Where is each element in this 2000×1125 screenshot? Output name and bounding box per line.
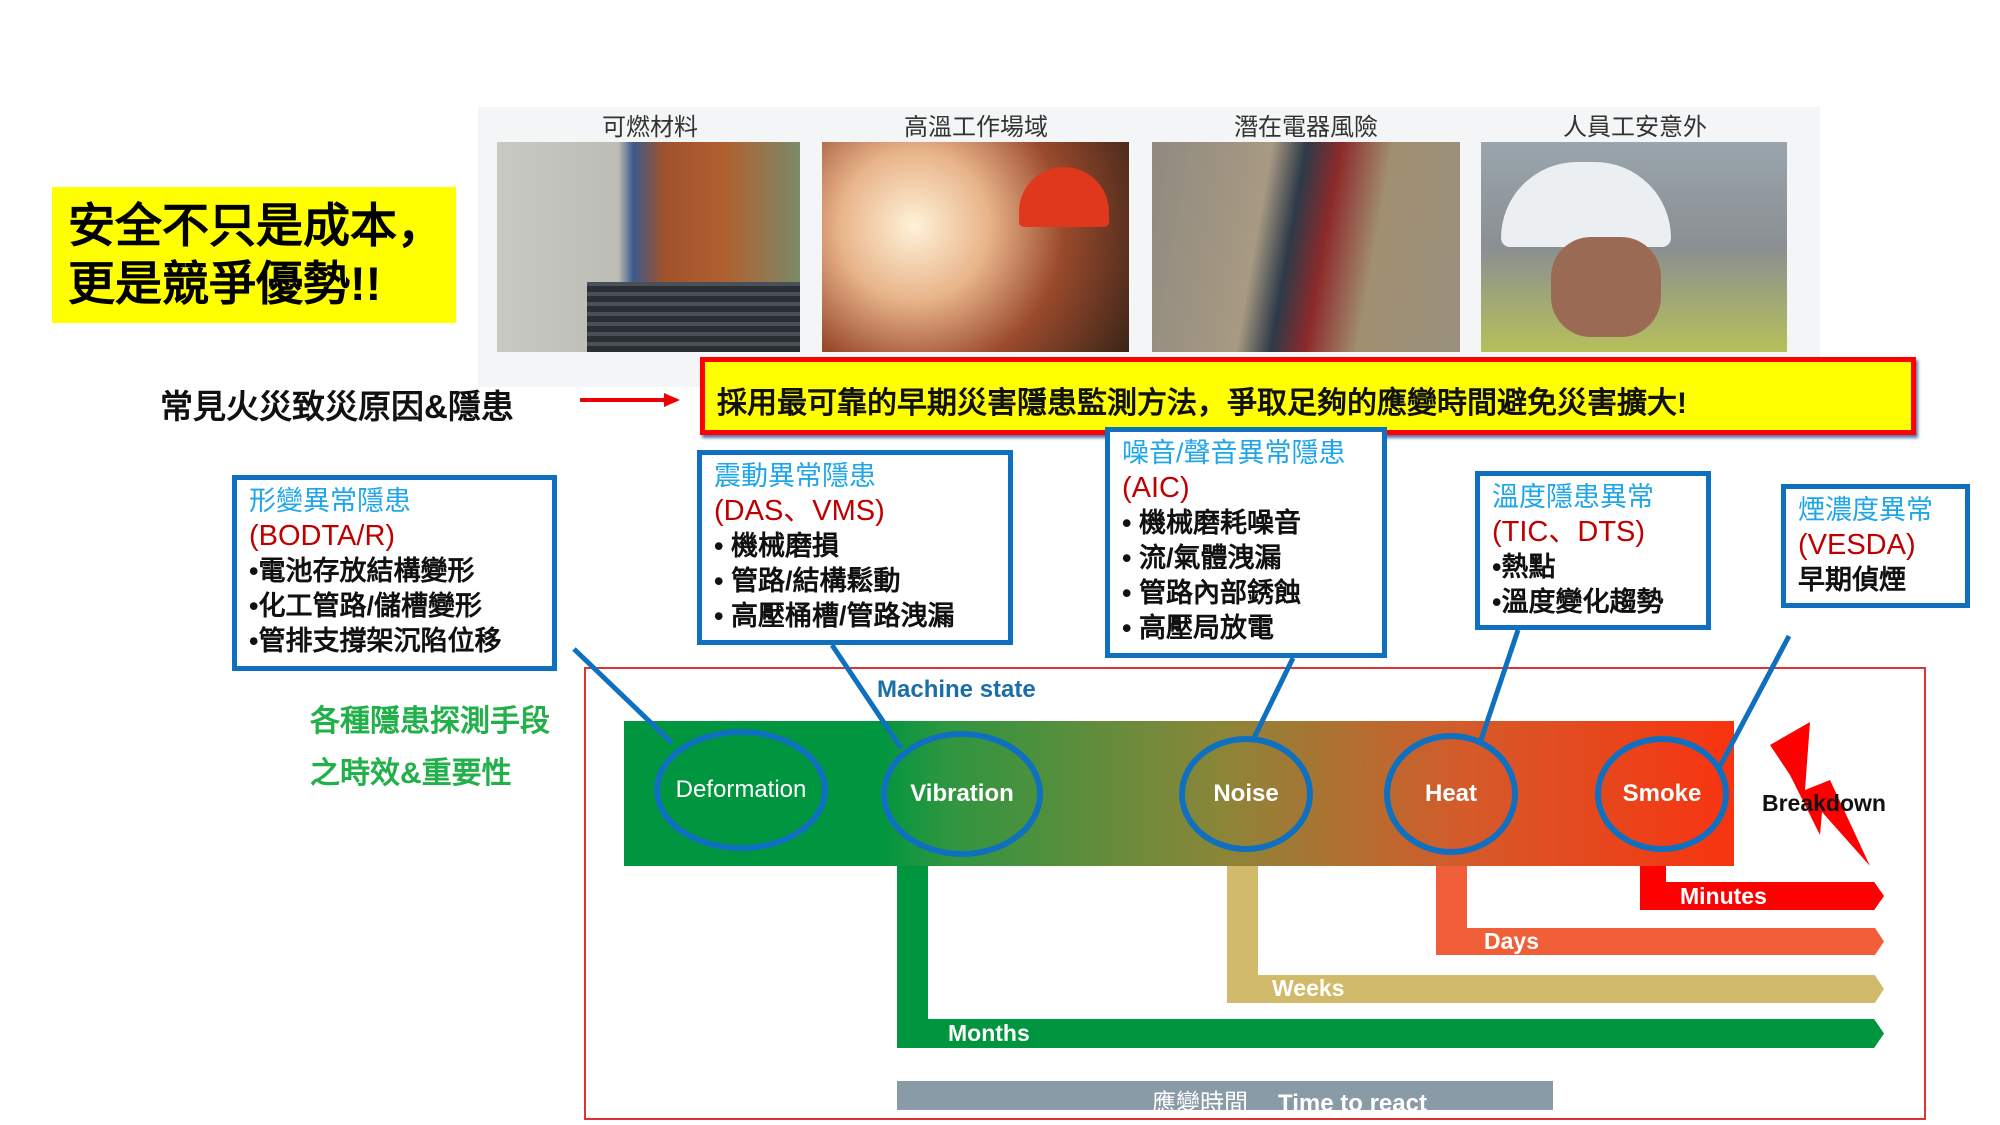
box-item: •管排支撐架沉陷位移	[249, 626, 502, 656]
days-label: Days	[1484, 928, 1539, 954]
headline-line-2: 更是競爭優勢!!	[68, 257, 382, 310]
breakdown-label: Breakdown	[1762, 790, 1886, 816]
headline-line-1: 安全不只是成本，	[68, 199, 444, 252]
weeks-label: Weeks	[1272, 975, 1345, 1001]
box-title: 震動異常隱患	[714, 461, 876, 491]
box-item: • 管路/結構鬆動	[714, 566, 901, 596]
box-item: • 流/氣體洩漏	[1122, 543, 1282, 573]
minutes-bar	[1640, 882, 1884, 910]
note-line-2: 之時效&重要性	[310, 757, 512, 790]
photo-label-combustible: 可燃材料	[602, 114, 698, 141]
months-bar	[897, 1019, 1884, 1048]
fire-causes-label: 常見火災致災原因&隱患	[160, 388, 514, 425]
smoke-box: 煙濃度異常 (VESDA) 早期偵煙	[1781, 484, 1970, 608]
stage-smoke: Smoke	[1622, 780, 1702, 807]
months-stub	[897, 866, 928, 1048]
box-item: • 機械磨損	[714, 531, 839, 561]
detection-timeliness-note: 各種隱患探測手段 之時效&重要性	[310, 696, 550, 800]
stage-heat: Heat	[1424, 780, 1478, 807]
arrow-right-icon	[580, 393, 680, 407]
time-to-react-label: Time to react	[1278, 1090, 1427, 1117]
box-title: 噪音/聲音異常隱患	[1122, 438, 1346, 468]
box-item: •熱點	[1492, 552, 1556, 582]
worker-smoking-photo	[1481, 142, 1787, 352]
box-item: •溫度變化趨勢	[1492, 587, 1664, 617]
box-code: (TIC、DTS)	[1492, 516, 1646, 548]
note-line-1: 各種隱患探測手段	[310, 705, 550, 738]
months-label: Months	[948, 1020, 1030, 1046]
noise-box: 噪音/聲音異常隱患 (AIC) • 機械磨耗噪音 • 流/氣體洩漏 • 管路內部…	[1105, 427, 1387, 658]
box-code: (AIC)	[1122, 472, 1190, 504]
box-item: • 高壓局放電	[1122, 613, 1274, 643]
welding-sparks-photo	[822, 142, 1129, 352]
time-to-react-zh: 應變時間	[1152, 1090, 1248, 1117]
vibration-box: 震動異常隱患 (DAS、VMS) • 機械磨損 • 管路/結構鬆動 • 高壓桶槽…	[697, 450, 1013, 645]
box-item: 早期偵煙	[1798, 565, 1906, 595]
box-code: (VESDA)	[1798, 529, 1916, 561]
photo-label-personnel: 人員工安意外	[1563, 114, 1707, 141]
stage-noise: Noise	[1213, 780, 1279, 807]
box-code: (DAS、VMS)	[714, 495, 885, 527]
heat-box: 溫度隱患異常 (TIC、DTS) •熱點 •溫度變化趨勢	[1475, 471, 1711, 630]
photo-label-heat: 高溫工作場域	[904, 114, 1048, 141]
days-bar	[1436, 928, 1884, 955]
weeks-bar	[1227, 975, 1884, 1003]
combustible-materials-photo	[497, 142, 800, 352]
stage-deformation: Deformation	[675, 776, 807, 803]
box-item: •電池存放結構變形	[249, 556, 475, 586]
stage-vibration: Vibration	[910, 780, 1014, 807]
box-title: 形變異常隱患	[249, 486, 411, 516]
box-code: (BODTA/R)	[249, 520, 396, 552]
box-item: •化工管路/儲槽變形	[249, 591, 482, 621]
headline-box: 安全不只是成本， 更是競爭優勢!!	[52, 187, 456, 323]
machine-state-label: Machine state	[877, 676, 1036, 703]
box-item: • 機械磨耗噪音	[1122, 508, 1301, 538]
electrical-cables-photo	[1152, 142, 1460, 352]
time-to-react-bar: 應變時間 Time to react	[897, 1081, 1553, 1117]
photo-label-electrical: 潛在電器風險	[1234, 114, 1378, 141]
strategy-banner: 採用最可靠的早期災害隱患監測方法，爭取足夠的應變時間避免災害擴大!	[700, 357, 1916, 435]
box-item: • 高壓桶槽/管路洩漏	[714, 601, 955, 631]
box-item: • 管路內部銹蝕	[1122, 578, 1301, 608]
deformation-box: 形變異常隱患 (BODTA/R) •電池存放結構變形 •化工管路/儲槽變形 •管…	[232, 475, 557, 671]
box-title: 煙濃度異常	[1798, 495, 1933, 525]
photo-strip: 可燃材料 高溫工作場域 潛在電器風險 人員工安意外	[478, 107, 1820, 387]
minutes-label: Minutes	[1680, 883, 1767, 909]
box-title: 溫度隱患異常	[1492, 482, 1654, 512]
